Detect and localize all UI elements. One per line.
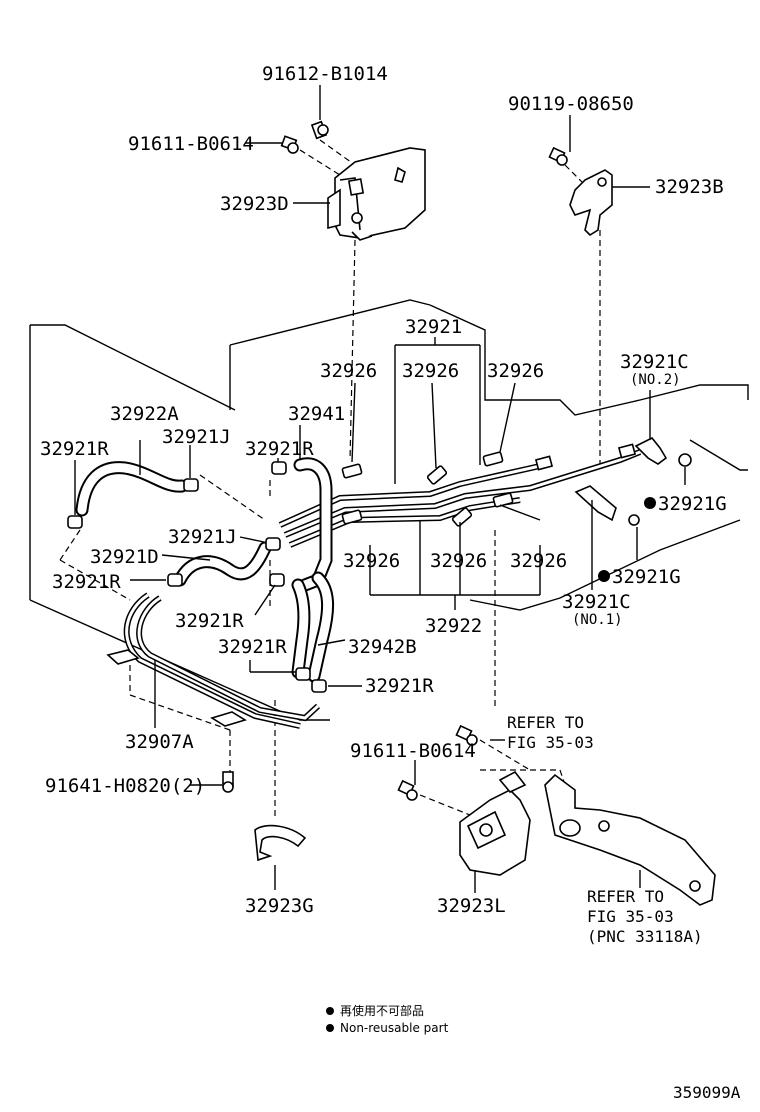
hose-32921c-no2	[634, 436, 692, 467]
hose-32941	[293, 457, 333, 592]
label-32921c-bottom: 32921C	[562, 591, 631, 613]
non-reusable-marker-32921g-b	[598, 570, 610, 582]
label-32926-d: 32926	[343, 550, 400, 572]
label-91611-b0614-top: 91611-B0614	[128, 133, 254, 155]
hose-32921d	[173, 541, 272, 587]
label-32922a: 32922A	[110, 403, 179, 425]
label-refer2-line1: REFER TO	[587, 887, 664, 906]
bolt-91611-b0614-top	[280, 135, 299, 154]
bolt-91612-b1014	[310, 120, 329, 140]
hose-32921c-no1	[574, 485, 640, 526]
leader-lines	[74, 85, 686, 893]
label-32921r-a: 32921R	[40, 438, 109, 460]
label-32921j-b: 32921J	[168, 526, 237, 548]
bracket-32923d	[327, 147, 426, 241]
label-32921: 32921	[405, 316, 462, 338]
legend: 再使用不可部品 Non-reusable part	[340, 1003, 449, 1035]
label-32921r-f: 32921R	[365, 675, 434, 697]
label-32921c-top: 32921C	[620, 351, 689, 373]
label-refer1-line1: REFER TO	[507, 713, 584, 732]
label-32923d: 32923D	[220, 193, 289, 215]
bracket-32923l	[459, 770, 531, 876]
hose-lower	[291, 578, 311, 679]
label-32921r-c: 32921R	[52, 571, 121, 593]
label-90119-08650: 90119-08650	[508, 93, 634, 115]
label-32921r-d: 32921R	[175, 610, 244, 632]
label-32921g-a: 32921G	[658, 493, 727, 515]
clips-32921r-32921j	[67, 461, 327, 693]
label-32923l: 32923L	[437, 895, 506, 917]
label-32941: 32941	[288, 403, 345, 425]
bracket-refer-33118a	[544, 773, 716, 906]
legend-marker-english	[326, 1024, 334, 1032]
legend-english: Non-reusable part	[340, 1021, 449, 1035]
figure-id: 359099A	[673, 1083, 741, 1102]
label-no1: (NO.1)	[572, 612, 623, 628]
label-32926-f: 32926	[510, 550, 567, 572]
label-32926-a: 32926	[320, 360, 377, 382]
part-labels: 91612-B1014 90119-08650 91611-B0614 3292…	[40, 63, 727, 946]
label-refer2-line3: (PNC 33118A)	[587, 927, 703, 946]
label-refer1-line2: FIG 35-03	[507, 733, 594, 752]
bolt-91611-b0614-bottom	[397, 779, 418, 801]
tube-32907a	[106, 592, 321, 729]
label-32921r-e: 32921R	[218, 636, 287, 658]
clamp-32923g	[254, 824, 307, 862]
bolt-91641-h0820	[222, 771, 234, 793]
label-91611-b0614-bottom: 91611-B0614	[350, 740, 476, 762]
label-32921j-a: 32921J	[162, 426, 231, 448]
label-32926-c: 32926	[487, 360, 544, 382]
hose-32922a	[75, 461, 189, 517]
hose-32942b	[307, 571, 335, 683]
label-91641-h0820: 91641-H0820(2)	[45, 775, 205, 797]
label-32921r-b: 32921R	[245, 438, 314, 460]
bolt-90119-08650	[548, 146, 568, 166]
bracket-32923b	[569, 169, 613, 237]
bolt-refer-top	[455, 724, 478, 746]
label-32922: 32922	[425, 615, 482, 637]
non-reusable-marker-32921g-a	[644, 497, 656, 509]
label-91612-b1014: 91612-B1014	[262, 63, 388, 85]
label-no2: (NO.2)	[630, 372, 681, 388]
label-32921g-b: 32921G	[612, 566, 681, 588]
label-32923b: 32923B	[655, 176, 724, 198]
grommets-32926	[341, 451, 514, 527]
label-32926-b: 32926	[402, 360, 459, 382]
label-32926-e: 32926	[430, 550, 487, 572]
label-32907a: 32907A	[125, 731, 194, 753]
legend-japanese: 再使用不可部品	[340, 1003, 424, 1018]
label-32923g: 32923G	[245, 895, 314, 917]
label-refer2-line2: FIG 35-03	[587, 907, 674, 926]
label-32942b: 32942B	[348, 636, 417, 658]
legend-marker-japanese	[326, 1007, 334, 1015]
label-32921d: 32921D	[90, 546, 159, 568]
